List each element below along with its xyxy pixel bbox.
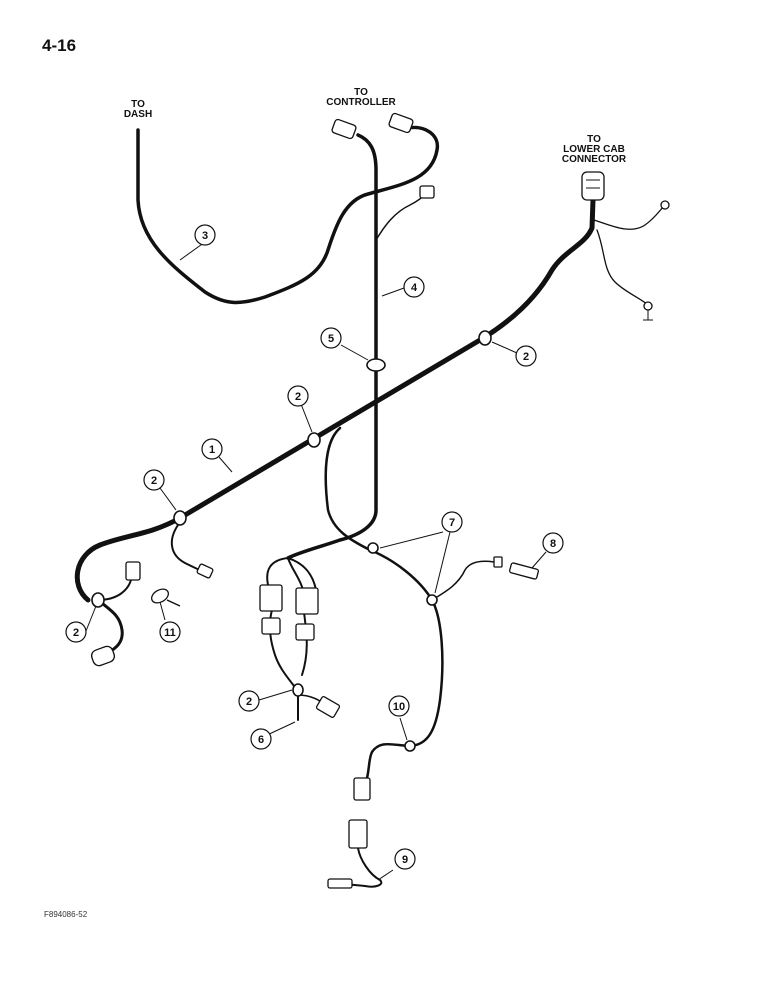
ground-terminal-upper [660,200,670,210]
wire-tie [426,594,438,606]
to-dash-label-line2: DASH [123,109,153,120]
callout-2-number: 2 [73,627,79,639]
callout-10-number: 10 [393,701,405,713]
callout-5-number: 5 [328,333,334,345]
callout-2-right-clip: 2 [515,345,537,367]
callout-7: 7 [441,511,463,533]
to-lower-cab-connector-label: TO LOWER CAB CONNECTOR [556,135,632,165]
callout-3-number: 3 [202,230,208,242]
wire-tie [367,542,379,554]
callout-1: 1 [201,438,223,460]
callout-9-number: 9 [402,854,408,866]
speed-sensor [327,878,353,889]
lower-cab-connector [581,171,605,201]
grommet [366,358,386,372]
sensor-8-wire [431,560,495,601]
ground-wire-upper [593,204,666,230]
harness-clip [478,330,492,346]
to-controller-label-line2: CONTROLLER [326,97,396,108]
sensor-branch-wire [324,426,444,787]
wire-tie [404,740,416,752]
controller-pigtail [375,191,429,241]
callout-2-number: 2 [295,391,301,403]
square-connector-left [125,561,141,581]
callout-1-number: 1 [209,444,215,456]
ground-terminal-lower [643,301,653,321]
harness-clip [292,683,304,697]
callout-5: 5 [320,327,342,349]
callout-10: 10 [388,695,410,717]
callout-7-number: 7 [449,517,455,529]
temperature-sensor [508,562,540,580]
callout-11-number: 11 [164,627,176,639]
callout-6: 6 [250,728,272,750]
callout-3: 3 [194,224,216,246]
callout-4-number: 4 [411,282,418,294]
callout-6-number: 6 [258,734,264,746]
ground-wire-lower [596,229,649,306]
to-controller-label: TO CONTROLLER [318,88,404,108]
callout-2-middle-clip: 2 [287,385,309,407]
dash-harness [136,125,440,305]
callout-2-bundle-clip: 2 [238,690,260,712]
sensor-9-connector [348,819,368,849]
multi-pin-connector-group [259,584,319,641]
sensor-8-plug [493,556,503,568]
to-dash-label: TO DASH [118,100,158,120]
controller-connector-right [388,112,414,134]
harness-clip [307,432,321,448]
round-connector-left [90,645,116,667]
sensor-10-connector [353,777,371,801]
controller-connector-left [331,118,357,140]
callout-2-number: 2 [523,351,529,363]
controller-harness [286,133,378,560]
ground-strap-11 [150,588,181,607]
dash-harness-connector [419,185,435,199]
pigtail-connector-small [196,563,214,579]
page-number: 4-16 [42,36,77,55]
callout-leaders [85,241,547,881]
callout-8: 8 [542,532,564,554]
bundle-end-connector [315,696,341,718]
callout-2-number: 2 [246,696,252,708]
callout-4: 4 [403,276,425,298]
callout-9: 9 [394,848,416,870]
connector-bundle-wires [266,557,317,721]
to-dash-label-line1: TO [131,99,145,110]
harness-clip [173,510,187,526]
callout-2-lower-left-clip: 2 [65,621,87,643]
harness-clip [91,592,105,608]
callout-11: 11 [159,621,181,643]
callout-2-left-clip: 2 [143,469,165,491]
to-controller-label-line1: TO [354,87,368,98]
to-lower-cab-label-line1: TO [587,134,601,145]
to-lower-cab-label-line2: LOWER CAB [563,144,625,155]
figure-code: F894086-52 [44,910,88,919]
to-lower-cab-label-line3: CONNECTOR [561,154,627,165]
callout-8-number: 8 [550,538,556,550]
callout-2-number: 2 [151,475,157,487]
